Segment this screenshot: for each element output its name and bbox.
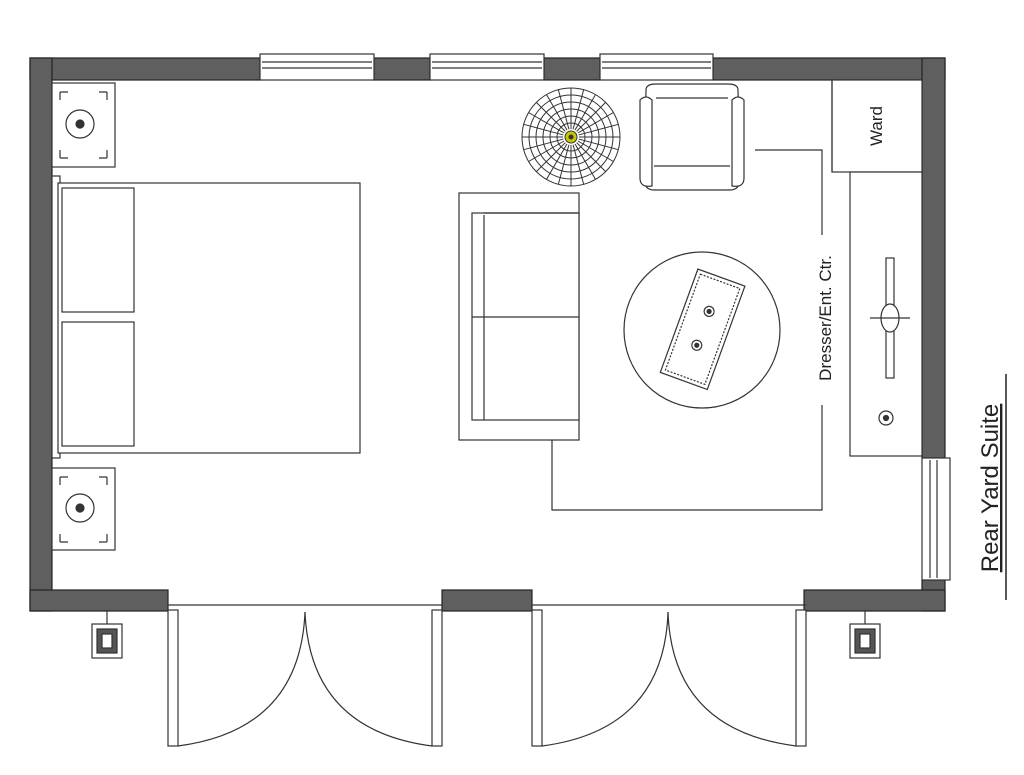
wall-top-mid-2 bbox=[543, 57, 601, 81]
pillow-bottom bbox=[61, 321, 135, 447]
wall-bottom-mid bbox=[441, 589, 533, 612]
french-door-left bbox=[167, 604, 443, 747]
plant-leaf-line bbox=[577, 112, 614, 134]
bed bbox=[51, 175, 361, 459]
wall-top-mid-1 bbox=[373, 57, 431, 81]
plant-leaf-line bbox=[572, 144, 585, 185]
plant-leaf-line bbox=[528, 140, 565, 162]
dresser bbox=[849, 171, 923, 457]
plant-leaf-line bbox=[546, 143, 568, 180]
armchair bbox=[639, 83, 745, 191]
french-door-right bbox=[531, 604, 807, 747]
pillow-top bbox=[61, 187, 135, 313]
window-top-1 bbox=[259, 53, 375, 81]
plan-title: Rear Yard Suite bbox=[977, 404, 1004, 573]
plant-leaf-line bbox=[557, 89, 570, 130]
windows bbox=[259, 53, 951, 581]
wall-bottom-left bbox=[29, 589, 169, 612]
plant-leaf-line bbox=[578, 123, 619, 136]
plant-leaf-line bbox=[523, 138, 564, 151]
walls bbox=[29, 57, 946, 612]
plant-leaf-line bbox=[576, 101, 607, 132]
sofa bbox=[458, 192, 580, 441]
wall-left bbox=[29, 57, 53, 612]
area-rug bbox=[551, 149, 823, 511]
plant-leaf-line bbox=[546, 94, 568, 131]
nightstand-top bbox=[51, 82, 116, 168]
dresser-label: Dresser/Ent. Ctr. bbox=[816, 255, 835, 381]
window-top-3 bbox=[599, 53, 714, 81]
plant-leaf-line bbox=[574, 94, 596, 131]
wardrobe-label: Ward bbox=[867, 106, 886, 146]
plant-leaf-line bbox=[535, 142, 566, 173]
plant-leaf-line bbox=[577, 140, 614, 162]
plant-leaf-line bbox=[572, 89, 585, 130]
wall-light-icon bbox=[849, 611, 881, 659]
plant-leaf-line bbox=[523, 123, 564, 136]
window-top-2 bbox=[429, 53, 545, 81]
wall-top-left bbox=[29, 57, 261, 81]
wall-right-upper bbox=[921, 57, 946, 459]
nightstand-bottom bbox=[51, 467, 116, 551]
plant-leaf-line bbox=[578, 138, 619, 151]
plant-leaf-line bbox=[535, 101, 566, 132]
plant-leaf-line bbox=[528, 112, 565, 134]
plant-leaf-line bbox=[576, 142, 607, 173]
wardrobe bbox=[831, 79, 923, 173]
wall-top-right bbox=[712, 57, 946, 81]
window-right bbox=[921, 457, 951, 581]
potted-plant-icon bbox=[521, 87, 621, 187]
plant-leaf-line bbox=[557, 144, 570, 185]
plant-leaf-line bbox=[574, 143, 596, 180]
coffee-table bbox=[623, 251, 781, 409]
wall-bottom-right bbox=[803, 589, 946, 612]
tv-icon bbox=[870, 257, 910, 379]
wall-light-icon bbox=[91, 611, 123, 659]
